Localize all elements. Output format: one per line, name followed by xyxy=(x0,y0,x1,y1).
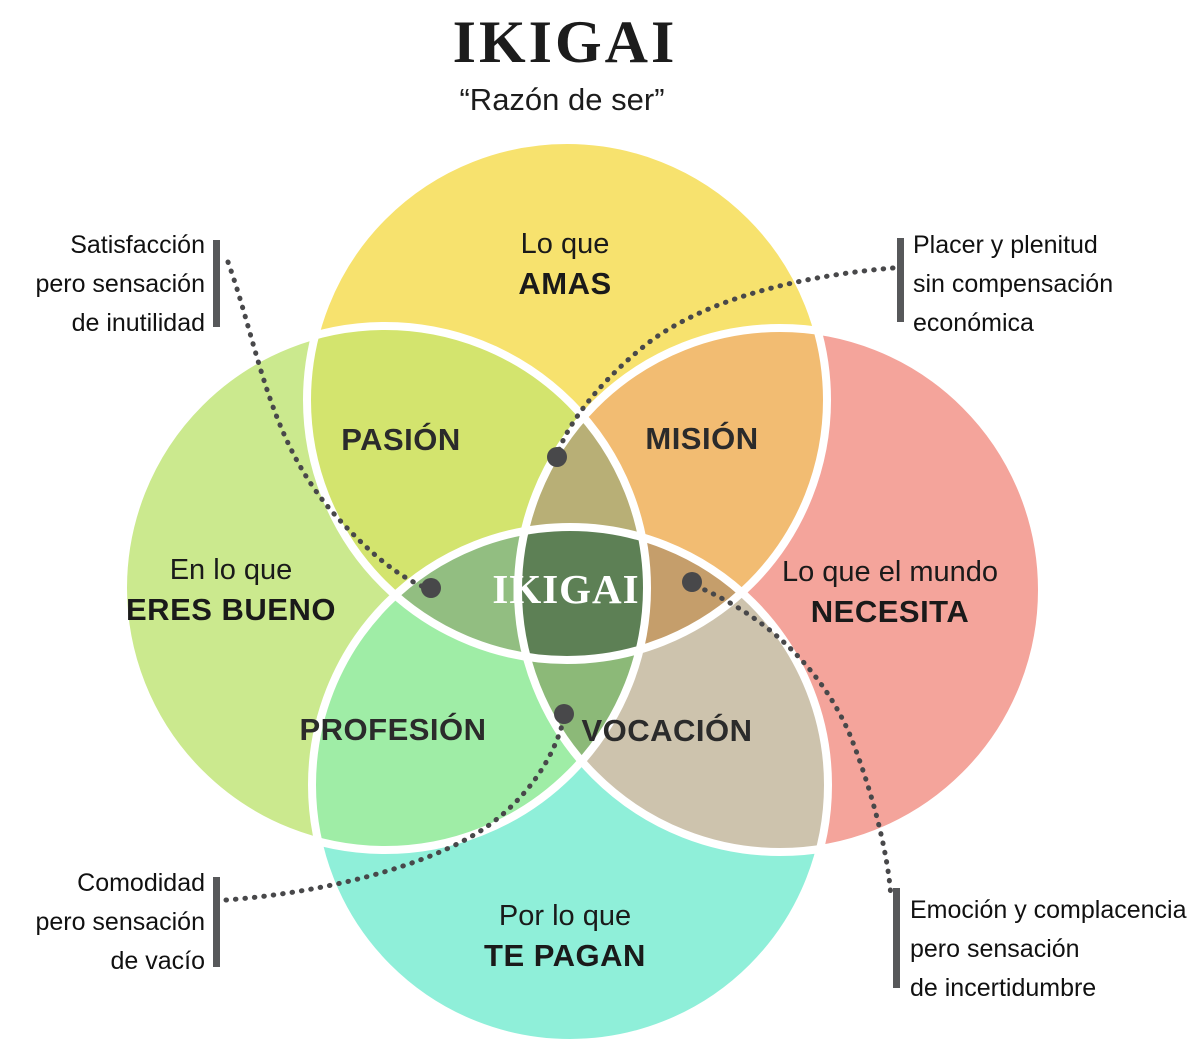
label-mision: MISIÓN xyxy=(645,421,759,456)
label-te-pagan-line2: TE PAGAN xyxy=(484,938,646,973)
circle-outlines xyxy=(119,136,1046,1047)
label-necesita: Lo que el mundo NECESITA xyxy=(720,556,1060,629)
label-vocacion: VOCACIÓN xyxy=(581,713,753,748)
label-amas: Lo que AMAS xyxy=(395,228,735,301)
annotation-top-left-line3: de inutilidad xyxy=(71,309,205,337)
annotation-bottom-left: Comodidad pero sensación de vacío xyxy=(0,864,205,981)
label-necesita-line1: Lo que el mundo xyxy=(781,556,999,588)
label-amas-line1: Lo que xyxy=(520,228,610,260)
annotation-top-left: Satisfacción pero sensación de inutilida… xyxy=(0,226,205,343)
annotation-bars xyxy=(213,238,904,988)
label-te-pagan-line1: Por lo que xyxy=(498,900,632,932)
page-subtitle: “Razón de ser” xyxy=(459,82,665,117)
connector-top-right xyxy=(556,265,896,453)
annotation-top-left-line2: pero sensación xyxy=(35,270,205,298)
annotation-top-right: Placer y plenitud sin compensación econó… xyxy=(913,226,1198,343)
annotation-bottom-right-line2: pero sensación xyxy=(910,935,1080,963)
label-profesion: PROFESIÓN xyxy=(299,712,487,747)
label-amas-line2: AMAS xyxy=(518,266,612,301)
annotation-bottom-right-line1: Emoción y complacencia xyxy=(910,896,1187,924)
connector-curves xyxy=(223,259,896,903)
annotation-bottom-right: Emoción y complacencia pero sensación de… xyxy=(910,891,1200,1008)
annotation-bottom-left-line3: de vacío xyxy=(110,947,205,975)
connector-bottom-left xyxy=(223,719,566,903)
annotation-top-right-line1: Placer y plenitud xyxy=(913,231,1098,259)
annotation-bottom-right-line3: de incertidumbre xyxy=(910,974,1097,1002)
label-te-pagan: Por lo que TE PAGAN xyxy=(395,900,735,973)
annotation-top-right-line3: económica xyxy=(913,309,1034,337)
page-title: IKIGAI xyxy=(452,9,678,75)
center-ikigai-label: IKIGAI xyxy=(492,566,640,612)
label-eres-bueno-line2: ERES BUENO xyxy=(126,592,336,627)
annotation-top-left-line1: Satisfacción xyxy=(70,231,205,259)
connector-dots xyxy=(421,447,702,724)
label-eres-bueno: En lo que ERES BUENO xyxy=(61,554,401,627)
connector-bottom-right xyxy=(693,583,894,901)
label-necesita-line2: NECESITA xyxy=(810,594,970,629)
annotation-bottom-left-line1: Comodidad xyxy=(77,869,205,897)
annotation-top-right-line2: sin compensación xyxy=(913,270,1114,298)
label-eres-bueno-line1: En lo que xyxy=(169,554,293,586)
annotation-bottom-left-line2: pero sensación xyxy=(35,908,205,936)
label-pasion: PASIÓN xyxy=(341,422,461,457)
connector-top-left xyxy=(225,259,427,590)
